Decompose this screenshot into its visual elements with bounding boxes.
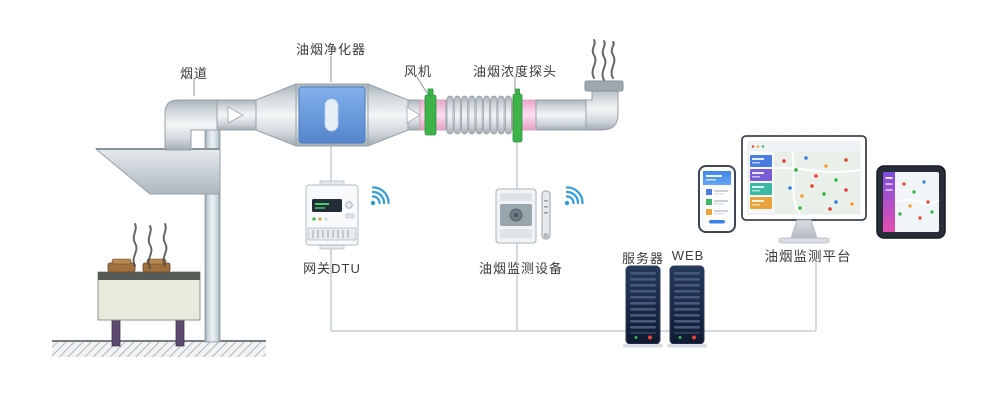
dashboard-map: [773, 150, 861, 215]
platform-tablet: [876, 165, 946, 239]
sensor-stick: [541, 190, 551, 240]
probe-label: 油烟浓度探头: [472, 64, 558, 79]
ground: [52, 340, 266, 357]
label-leaders: [193, 56, 516, 96]
flue-label: 烟道: [179, 66, 209, 81]
purifier: [255, 83, 409, 147]
fume-monitoring-device: [495, 188, 551, 244]
monitor-base: [778, 237, 830, 244]
platform-phone: [698, 165, 736, 233]
wifi-icon: [556, 183, 587, 214]
fan-label: 风机: [403, 64, 433, 79]
exhaust-hood: [94, 148, 221, 195]
wifi-icon: [362, 183, 393, 214]
outlet-flange: [584, 80, 624, 92]
duct-elbow-left: [164, 99, 219, 151]
server-tower: [622, 265, 664, 348]
web-label: WEB: [671, 248, 705, 263]
bellows-section: [445, 95, 513, 135]
dashboard-sidebar-tiles: [750, 155, 772, 209]
fan-valve: [424, 88, 437, 136]
stove: [97, 258, 201, 347]
platform-label: 油烟监测平台: [764, 249, 852, 264]
stove-smoke: [132, 223, 168, 269]
server-label: 服务器: [621, 251, 665, 266]
purifier-label: 油烟净化器: [295, 42, 367, 57]
platform-monitor: [741, 135, 867, 244]
concentration-probe: [512, 88, 523, 143]
web-server-tower: [666, 265, 708, 348]
gateway-dtu-label: 网关DTU: [303, 261, 361, 276]
monitor-stand: [790, 219, 818, 239]
connection-lines: [330, 142, 817, 332]
flow-arrows: [227, 106, 421, 124]
food-items: [107, 258, 171, 273]
monitoring-device-label: 油烟监测设备: [478, 261, 564, 276]
outlet-smoke: [591, 39, 616, 81]
gateway-dtu-device: [305, 180, 359, 250]
duct-elbow-right: [585, 87, 619, 131]
